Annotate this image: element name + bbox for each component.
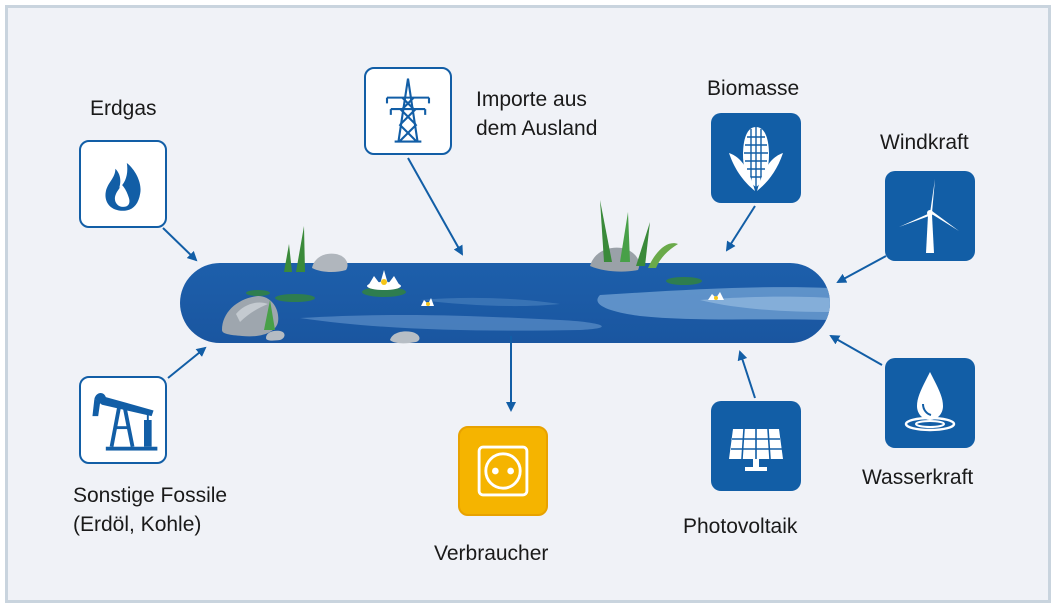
power-pylon-icon: [385, 78, 431, 143]
solar-panel-icon: [729, 428, 783, 471]
biomasse-box: [711, 113, 801, 203]
erdgas-box: [79, 140, 167, 228]
corn-icon: [729, 127, 783, 191]
importe-label-line2: dem Ausland: [476, 117, 598, 140]
biomasse-label: Biomasse: [707, 77, 800, 100]
wind-turbine-icon: [899, 179, 959, 253]
water-drop-icon: [904, 372, 956, 432]
arrow-fossile: [167, 346, 207, 379]
arrow-importe: [407, 157, 463, 256]
photovoltaik-box: [711, 401, 801, 491]
fossile-label-line1: Sonstige Fossile: [73, 484, 228, 507]
importe-box: [364, 67, 452, 155]
importe-label-line1: Importe aus: [476, 88, 587, 111]
arrow-windkraft: [836, 255, 887, 283]
erdgas-label: Erdgas: [90, 97, 157, 120]
arrow-wasserkraft: [829, 335, 883, 366]
verbraucher-label: Verbraucher: [434, 542, 549, 565]
fossile-label-line2: (Erdöl, Kohle): [73, 513, 202, 536]
fossile-box: [79, 376, 167, 464]
wasserkraft-box: [885, 358, 975, 448]
photovoltaik-label: Photovoltaik: [683, 515, 798, 538]
arrow-photovoltaik: [737, 350, 756, 399]
windkraft-label: Windkraft: [880, 131, 969, 154]
oil-pump-icon: [92, 393, 158, 451]
verbraucher-box: [458, 426, 548, 516]
arrow-erdgas: [162, 227, 198, 262]
windkraft-box: [885, 171, 975, 261]
wasserkraft-label: Wasserkraft: [862, 466, 974, 489]
power-socket-icon: [477, 445, 529, 497]
flame-icon: [105, 163, 141, 211]
arrow-biomasse: [725, 205, 756, 252]
